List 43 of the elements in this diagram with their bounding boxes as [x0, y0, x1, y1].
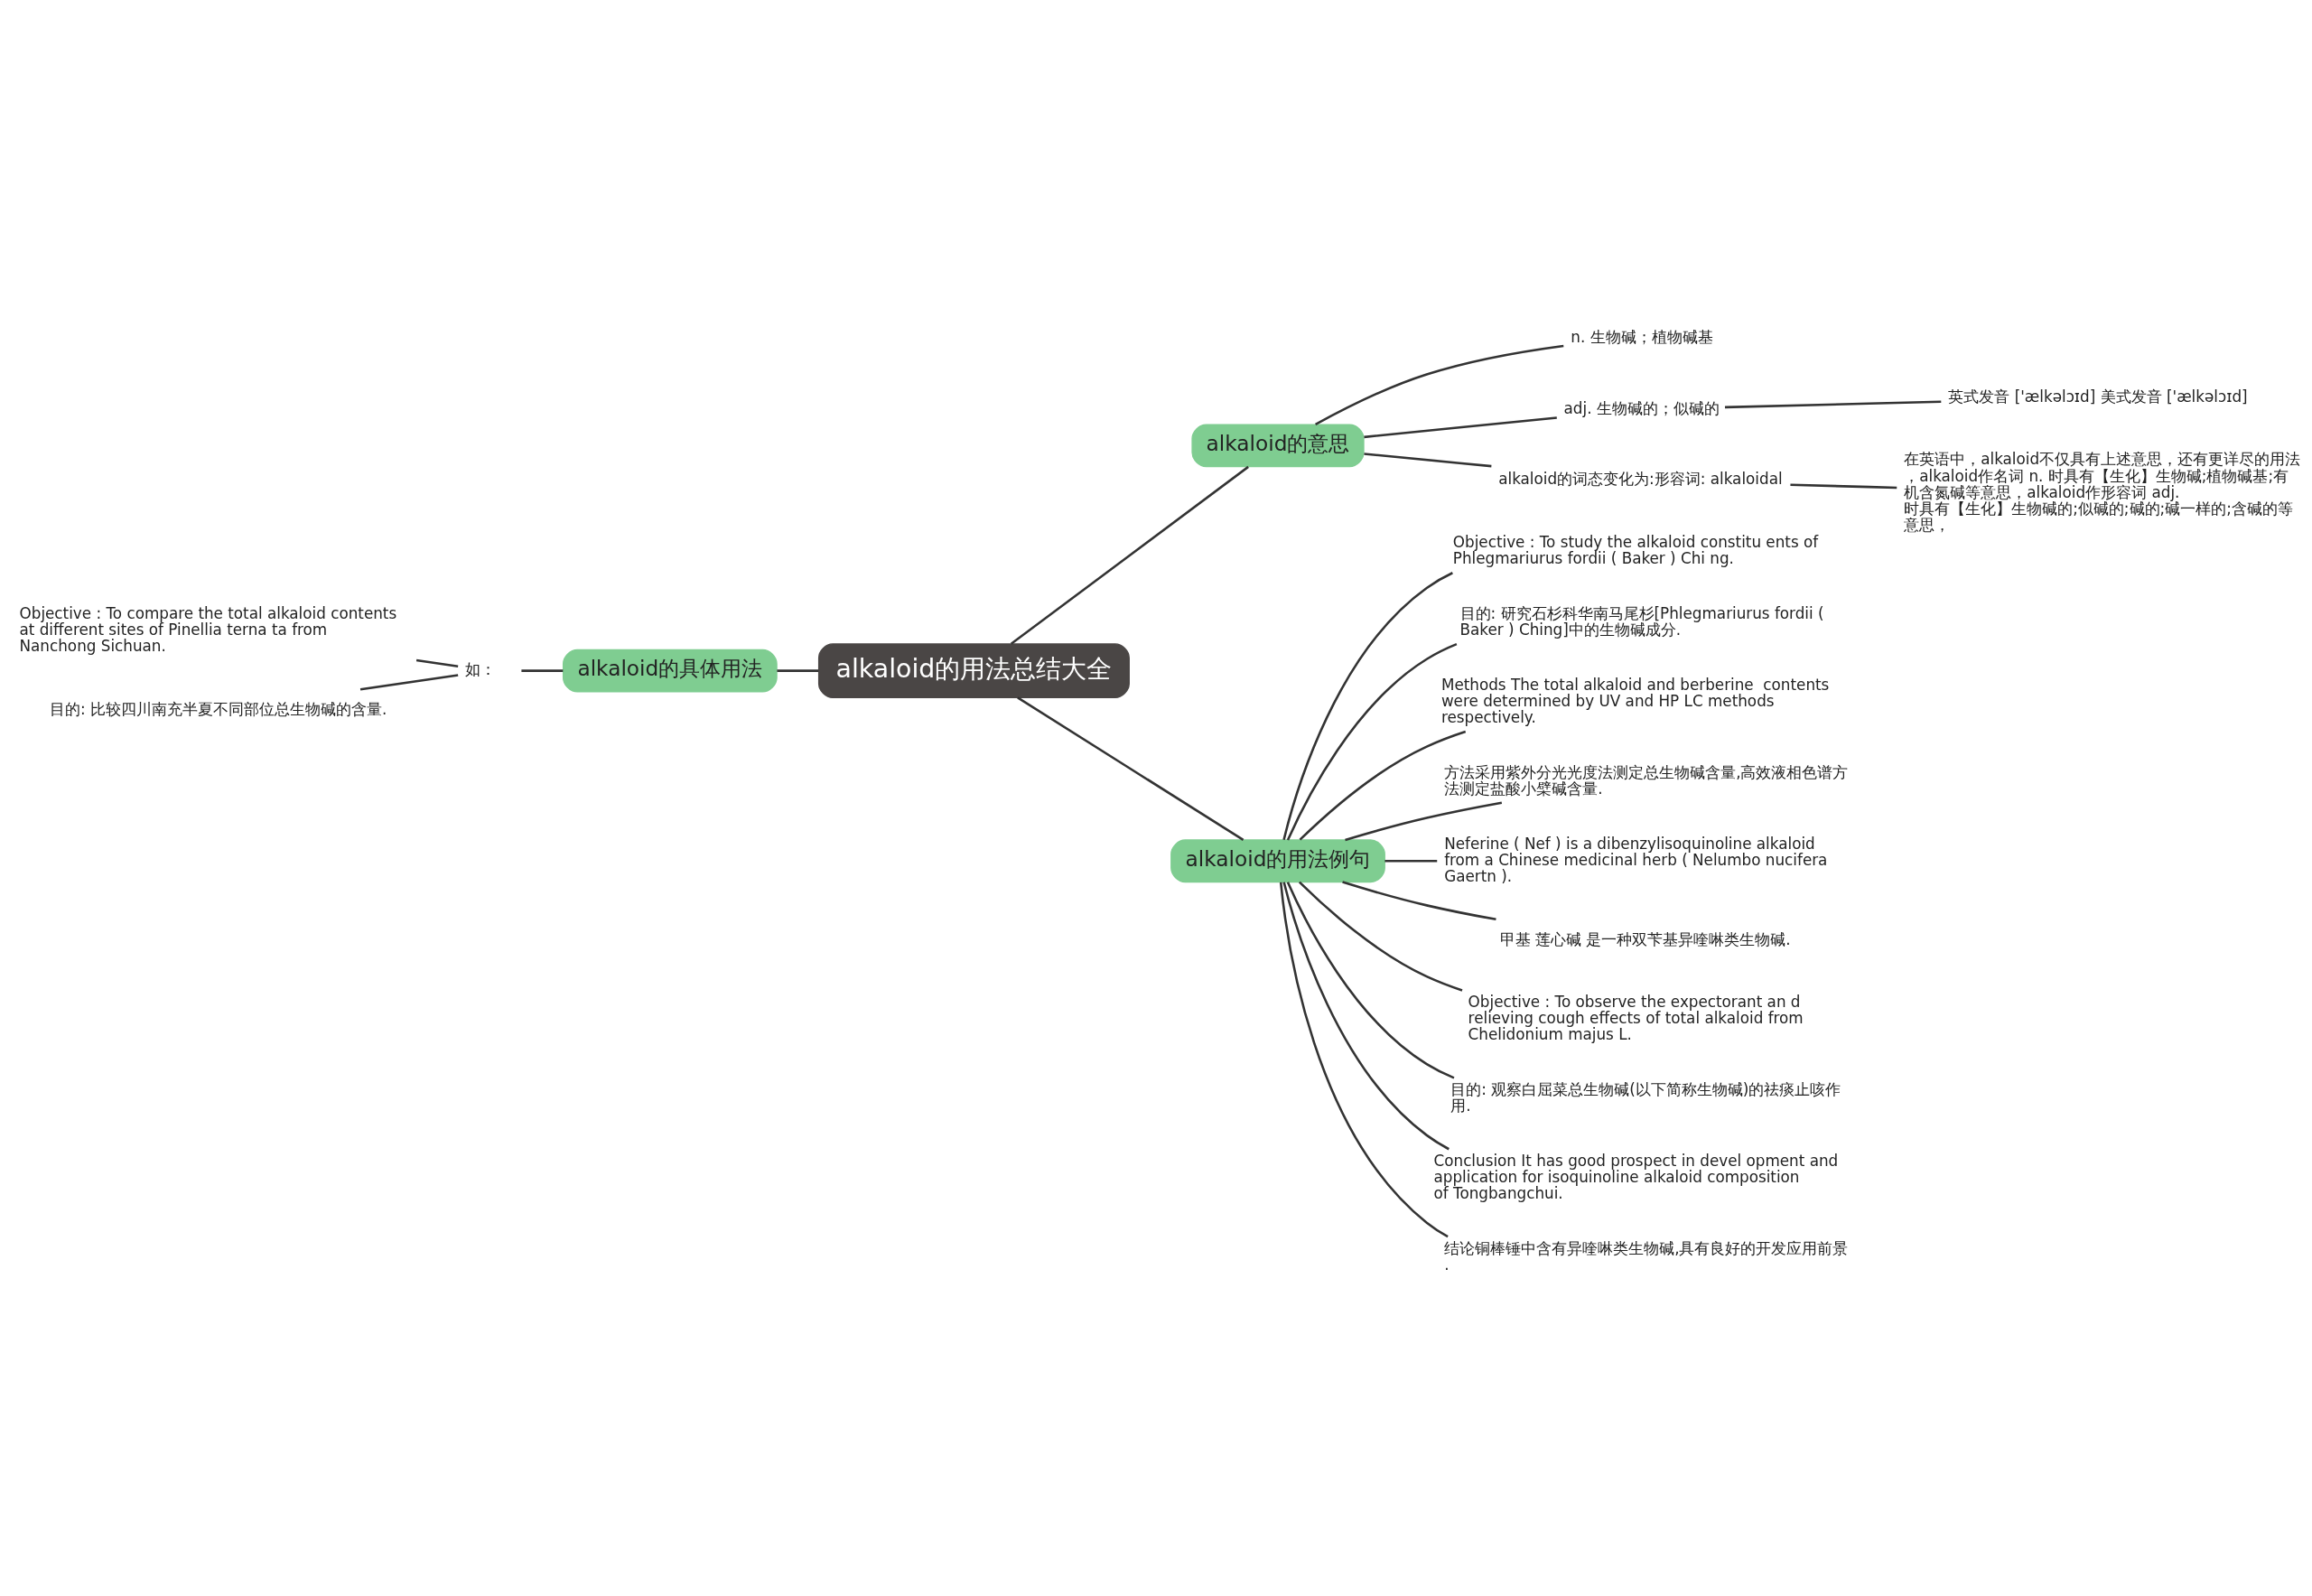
node-text: n. 生物碱；植物碱基 [1571, 327, 1713, 346]
node-text: Conclusion It has good prospect in devel opment and application for isoquinoline alkaloid composition of Tongbangchui. [1433, 1152, 1839, 1203]
node-text: 在英语中，alkaloid不仅具有上述意思，还有更详尽的用法，alkaloid作名词 n. 时具有【生化】生物碱;植物碱基;有机含氮碱等意思，alkaloid作形容词 adj. 时具有【生化】生物碱的;似碱的;碱的;碱一样的;含碱的等意思， [1904, 450, 2301, 534]
connector [1279, 882, 1449, 1238]
node-text: alkaloid的词态变化为:形容词: alkaloidal [1498, 470, 1783, 489]
connector [1345, 801, 1503, 842]
connector [1342, 881, 1496, 921]
node-text: 英式发音 ['ælkəlɔɪd] 美式发音 ['ælkəlɔɪd] [1948, 387, 2248, 406]
node-text: adj. 生物碱的；似碱的 [1563, 398, 1720, 417]
connector [1315, 344, 1564, 425]
node-text: 目的: 观察白屈菜总生物碱(以下简称生物碱)的祛痰止咳作用. [1450, 1080, 1841, 1115]
node-box: alkaloid的具体用法 [563, 649, 778, 693]
connector [1282, 572, 1453, 840]
connector [359, 674, 459, 691]
node-text: 甲基 莲心碱 是一种双苄基异喹啉类生物碱. [1499, 929, 1791, 948]
connector [1017, 696, 1245, 841]
node-text: Objective : To compare the total alkaloid contents at different sites of Pinellia terna ta from Nanchong Sichuan. [19, 604, 397, 656]
connector [1790, 483, 1897, 490]
node-text: 如： [465, 660, 497, 679]
connector [1282, 882, 1450, 1151]
connector [1298, 881, 1463, 992]
node-text: 目的: 研究石杉科华南马尾杉[Phlegmariurus fordii ( Baker ) Ching]中的生物碱成分. [1459, 604, 1824, 639]
node-text: Neferine ( Nef ) is a dibenzylisoquinoline alkaloid from a Chinese medicinal herb ( Nelumbo nucifera Gaertn ). [1444, 834, 1828, 885]
node-box: alkaloid的用法总结大全 [817, 643, 1130, 699]
connector [1010, 465, 1249, 645]
connector [415, 658, 459, 668]
connector [777, 669, 819, 672]
node-box: alkaloid的意思 [1191, 424, 1365, 468]
connector [1299, 730, 1467, 841]
connector [1286, 882, 1455, 1079]
connector [1384, 860, 1438, 863]
node-text: 目的: 比较四川南充半夏不同部位总生物碱的含量. [50, 699, 387, 718]
node-box: alkaloid的用法例句 [1170, 839, 1385, 883]
connector [1364, 416, 1557, 439]
node-text: 结论铜棒锤中含有异喹啉类生物碱,具有良好的开发应用前景. [1444, 1238, 1849, 1274]
connector [1286, 642, 1458, 841]
node-text: Objective : To observe the expectorant an d relieving cough effects of total alkaloid from Chelidonium majus L. [1468, 993, 1804, 1044]
node-text: Objective : To study the alkaloid constitu ents of Phlegmariurus fordii ( Baker ) Chi ng. [1452, 533, 1819, 568]
connector [1364, 453, 1492, 468]
node-text: 方法采用紫外分光光度法测定总生物碱含量,高效液相色谱方法测定盐酸小檗碱含量. [1444, 762, 1849, 798]
node-text: Methods The total alkaloid and berberine contents were determined by UV and HP LC methods respectively. [1440, 675, 1830, 727]
connector [1724, 400, 1942, 409]
connector [521, 669, 564, 672]
